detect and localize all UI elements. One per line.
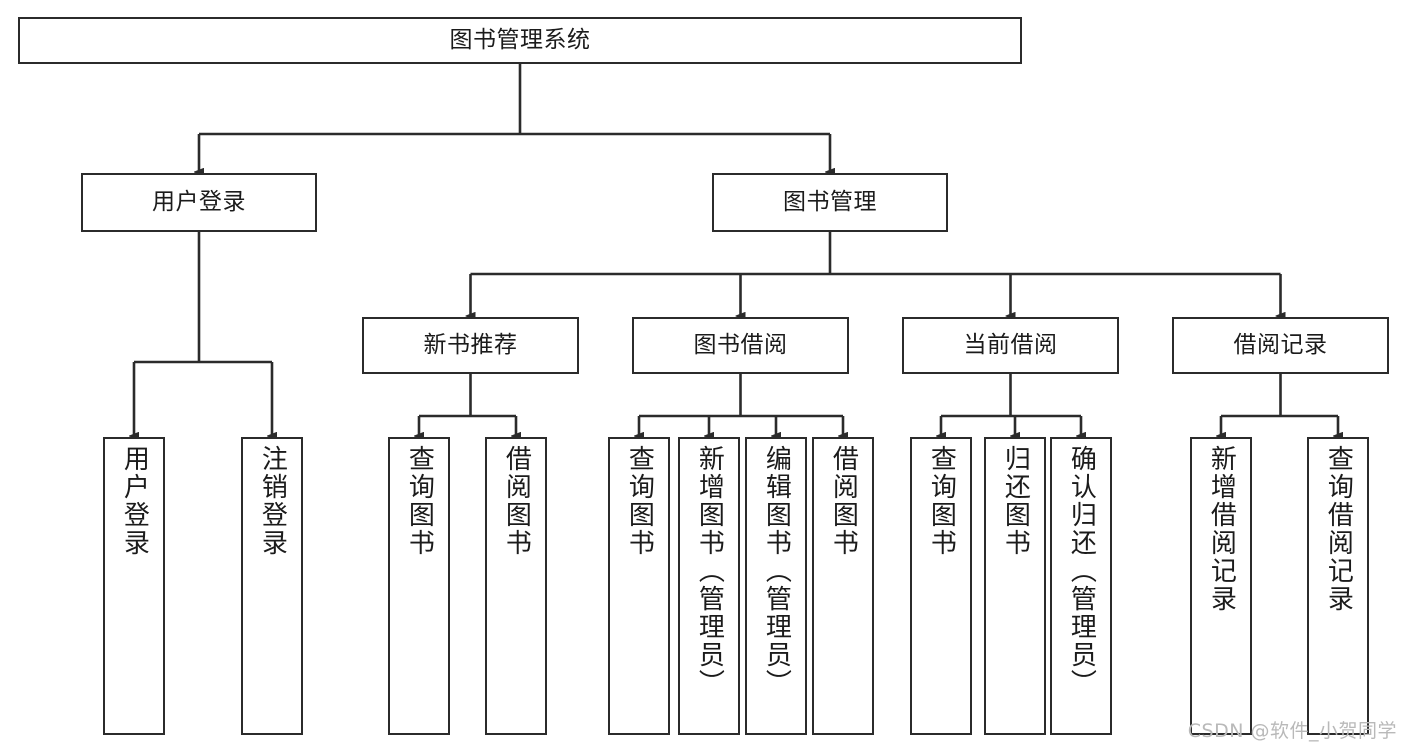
node-new-book-rec-label: 新书推荐 (423, 331, 518, 358)
node-leaf-add-record[interactable]: 新增借阅记录 (1190, 437, 1252, 735)
node-leaf-user-logout[interactable]: 注销登录 (241, 437, 303, 735)
node-leaf-return-book[interactable]: 归还图书 (984, 437, 1046, 735)
node-leaf-query-book-borrow-label: 查询图书 (624, 445, 655, 557)
node-book-borrow-label: 图书借阅 (693, 331, 788, 358)
node-borrow-record[interactable]: 借阅记录 (1172, 317, 1389, 374)
node-leaf-query-book-rec-label: 查询图书 (404, 445, 435, 557)
node-leaf-query-record[interactable]: 查询借阅记录 (1307, 437, 1369, 735)
node-leaf-edit-book-label: 编辑图书（管理员） (761, 445, 792, 697)
node-user-login[interactable]: 用户登录 (81, 173, 317, 232)
node-leaf-add-record-label: 新增借阅记录 (1206, 445, 1237, 613)
node-root-label: 图书管理系统 (449, 26, 591, 53)
node-leaf-edit-book[interactable]: 编辑图书（管理员） (745, 437, 807, 735)
node-leaf-borrow-book-rec-label: 借阅图书 (501, 445, 532, 557)
node-root[interactable]: 图书管理系统 (18, 17, 1022, 64)
node-leaf-add-book[interactable]: 新增图书（管理员） (678, 437, 740, 735)
node-leaf-confirm-return[interactable]: 确认归还（管理员） (1050, 437, 1112, 735)
node-leaf-user-login-label: 用户登录 (119, 445, 150, 557)
node-current-borrow-label: 当前借阅 (963, 331, 1058, 358)
node-book-manage[interactable]: 图书管理 (712, 173, 948, 232)
node-user-login-label: 用户登录 (152, 188, 246, 215)
node-leaf-confirm-return-label: 确认归还（管理员） (1066, 445, 1097, 697)
node-leaf-query-record-label: 查询借阅记录 (1323, 445, 1354, 613)
node-leaf-borrow-book[interactable]: 借阅图书 (812, 437, 874, 735)
node-leaf-query-book-borrow[interactable]: 查询图书 (608, 437, 670, 735)
node-leaf-return-book-label: 归还图书 (1000, 445, 1031, 557)
node-leaf-borrow-book-rec[interactable]: 借阅图书 (485, 437, 547, 735)
node-leaf-borrow-book-label: 借阅图书 (828, 445, 859, 557)
node-book-borrow[interactable]: 图书借阅 (632, 317, 849, 374)
node-book-manage-label: 图书管理 (783, 188, 877, 215)
node-current-borrow[interactable]: 当前借阅 (902, 317, 1119, 374)
node-leaf-query-book-cur[interactable]: 查询图书 (910, 437, 972, 735)
node-leaf-user-login[interactable]: 用户登录 (103, 437, 165, 735)
node-leaf-query-book-rec[interactable]: 查询图书 (388, 437, 450, 735)
watermark: CSDN @软件_小贺同学 (1187, 720, 1397, 742)
node-leaf-user-logout-label: 注销登录 (257, 445, 288, 557)
node-new-book-rec[interactable]: 新书推荐 (362, 317, 579, 374)
node-leaf-add-book-label: 新增图书（管理员） (694, 445, 725, 697)
node-leaf-query-book-cur-label: 查询图书 (926, 445, 957, 557)
node-borrow-record-label: 借阅记录 (1233, 331, 1328, 358)
